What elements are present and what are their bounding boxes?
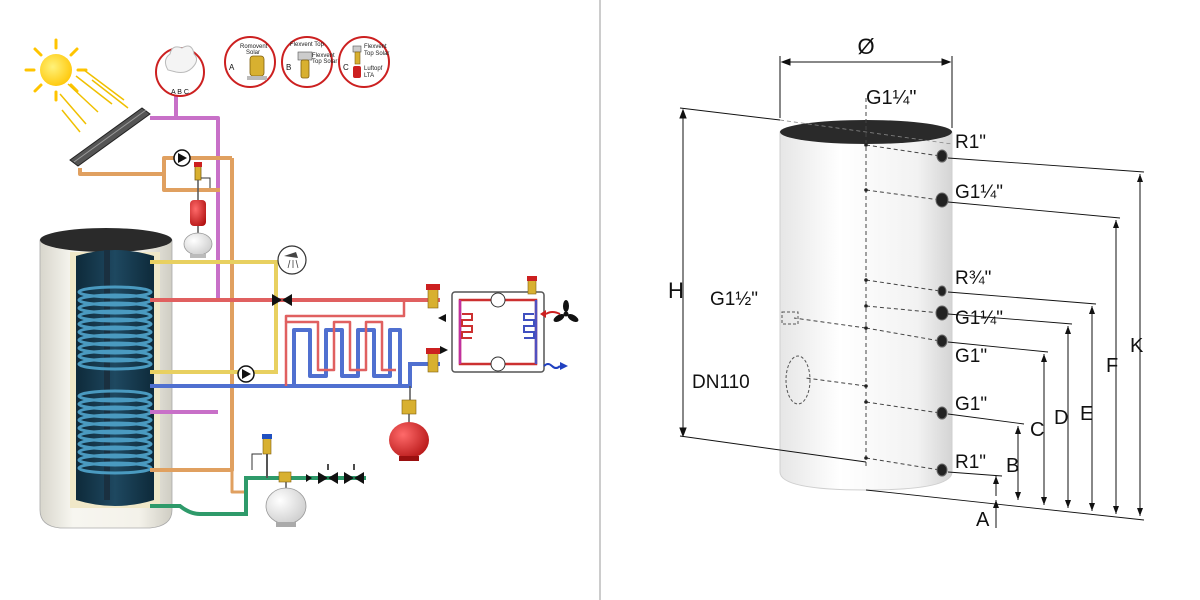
connection-nozzles (935, 149, 949, 477)
callout-c-line3: Luftopf (364, 66, 383, 72)
height-dimension (679, 107, 867, 463)
heat-pump-air-vent-icon (527, 276, 537, 295)
callout-c-letter: C (343, 63, 349, 72)
diameter-dimension (779, 56, 953, 128)
dimension-drawing: Ø G1¼" H (668, 34, 1145, 531)
dim-label-a: A (976, 509, 990, 531)
callout-a: Romovent Solar A (224, 36, 276, 88)
heat-input-arrow-icon (540, 310, 561, 318)
shower-icon (277, 245, 307, 275)
callout-c-line1: Flexvent (364, 44, 387, 50)
diameter-label: Ø (857, 34, 874, 59)
callout-b: Flexvent Top Flexvent Top Solar B (281, 36, 337, 88)
solar-pump-icon (173, 149, 191, 167)
callout-a-line1: Romovent (240, 44, 268, 50)
callout-c-line4: LTA (364, 73, 374, 79)
flow-direction-arrows (438, 314, 448, 354)
system-schematic: A B C Romovent Solar A Flexvent Top Flex… (24, 36, 579, 529)
callout-a-line2: Solar (246, 50, 260, 56)
connection-label-5: G1" (955, 346, 987, 367)
sun-icon (24, 38, 88, 102)
heat-pump-unit (451, 291, 545, 373)
callout-c-line2: Top Solar (364, 51, 389, 57)
shutoff-valve-icon (344, 464, 364, 484)
callout-b-line2: Flexvent (312, 53, 335, 59)
extension-lines (865, 157, 1145, 521)
callout-c: Flexvent Top Solar Luftopf LTA C (338, 36, 390, 88)
heat-output-arrow-icon (543, 362, 568, 370)
mixing-valve-icon (272, 294, 292, 306)
height-label: H (668, 278, 684, 303)
solar-collector (69, 107, 151, 167)
drinking-expansion-vessel-icon (265, 471, 307, 527)
dimension-arrows (993, 174, 1143, 516)
top-connection-label: G1¼" (866, 87, 916, 109)
heating-pump-icon (237, 365, 255, 383)
safety-group-icon (251, 434, 272, 478)
solar-safety-valve-icon (194, 162, 211, 188)
air-vent-selection-circle: A B C (155, 45, 205, 97)
cold-water-supply (168, 434, 366, 527)
dim-label-b: B (1006, 455, 1019, 477)
solar-expansion-vessel-icon (183, 180, 213, 258)
sensor-well-outline (781, 311, 799, 325)
connection-label-6: G1" (955, 394, 987, 415)
heating-expansion-vessel-icon (389, 386, 429, 461)
sun-rays (59, 69, 129, 133)
flange-label: DN110 (692, 372, 750, 393)
dim-label-c: C (1030, 419, 1044, 441)
check-valve-icon (318, 464, 338, 484)
dim-label-f: F (1106, 355, 1118, 377)
dim-label-k: K (1130, 335, 1144, 357)
fan-icon (553, 300, 579, 322)
dimension-lines (995, 174, 1141, 528)
sensor-well-label: G1½" (710, 289, 758, 310)
underfloor-heating-loops (284, 300, 406, 386)
callout-a-letter: A (229, 63, 235, 72)
valve-choice-letters: A B C (171, 89, 189, 96)
internal-pipe-dashes (793, 98, 941, 471)
connection-label-3: R¾" (955, 268, 991, 289)
callout-b-letter: B (286, 63, 291, 72)
connection-label-2: G1¼" (955, 182, 1003, 203)
heat-pump-valves (426, 284, 440, 373)
callout-b-line1: Flexvent Top (290, 42, 325, 48)
connection-label-7: R1" (955, 452, 986, 473)
connection-label-4: G1¼" (955, 308, 1003, 329)
connection-label-1: R1" (955, 132, 986, 153)
storage-tank (39, 228, 180, 529)
callout-b-line3: Top Solar (312, 59, 337, 65)
flow-arrow-icon (306, 474, 312, 482)
flange-outline (785, 355, 811, 405)
dim-label-d: D (1054, 407, 1068, 429)
dim-label-e: E (1080, 403, 1093, 425)
